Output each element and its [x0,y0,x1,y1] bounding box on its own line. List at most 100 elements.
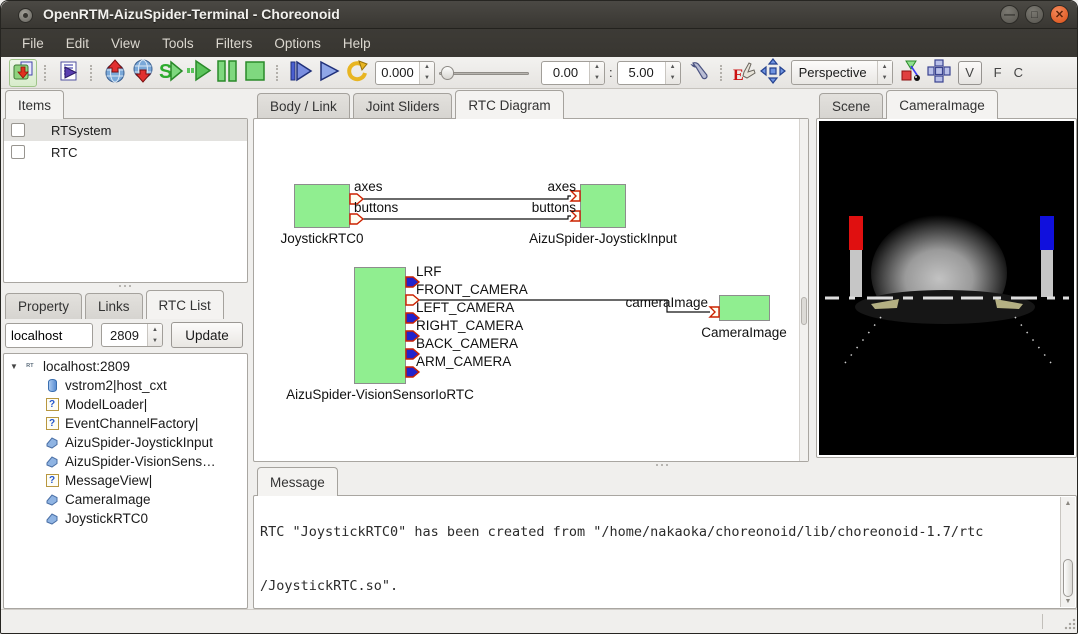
menu-filters[interactable]: Filters [215,35,253,51]
range-start-arrows[interactable]: ▲▼ [589,61,604,84]
time-play-button[interactable] [315,59,343,87]
rtc-name-server-tree[interactable]: ▼ ᴿᵀ localhost:2809 vstrom2|host_cxt ? M… [3,353,248,609]
out-port-left-camera[interactable] [405,312,421,324]
minimize-button[interactable]: — [1000,5,1019,24]
view-translation-button[interactable] [759,58,787,87]
tree-row[interactable]: JoystickRTC0 [4,509,247,528]
tree-row[interactable]: ? MessageView| [4,471,247,490]
out-port-lrf[interactable] [405,276,421,288]
diagram-vertical-scrollbar[interactable] [799,119,808,461]
tree-row[interactable]: ? EventChannelFactory| [4,414,247,433]
edit-mode-button[interactable]: E [731,59,759,87]
simulation-pause-button[interactable] [213,59,241,87]
connection-axes[interactable] [363,195,571,200]
in-port-axes[interactable] [569,190,581,202]
rtc-node-joystickinput[interactable] [580,184,626,228]
connection-buttons[interactable] [363,215,571,220]
range-end-spinbox[interactable]: 5.00 ▲▼ [616,60,681,85]
out-port-arm-camera[interactable] [405,366,421,378]
tab-body-link[interactable]: Body / Link [257,93,350,119]
rtc-node-cameraimage[interactable] [719,295,770,321]
out-port-axes[interactable] [349,193,365,205]
close-button[interactable]: ✕ [1050,5,1069,24]
flat-view-button-f[interactable]: F [993,65,1002,80]
time-frame-play-button[interactable] [287,59,315,87]
simulation-stop-button[interactable] [241,59,269,87]
out-port-front-camera[interactable] [405,294,421,306]
menu-help[interactable]: Help [342,35,371,51]
menu-edit[interactable]: Edit [65,35,90,51]
camera-image-view[interactable] [816,118,1077,458]
window-menu-icon[interactable] [18,8,33,23]
port-spinbox[interactable]: 2809 ▲▼ [101,323,163,347]
tree-row[interactable]: vstrom2|host_cxt [4,376,247,395]
maximize-button[interactable]: □ [1025,5,1044,24]
menu-tools[interactable]: Tools [162,35,194,51]
time-slider-handle[interactable] [441,65,454,80]
menu-view[interactable]: View [111,35,141,51]
connection-cameraimage[interactable] [419,299,710,313]
tree-row-root[interactable]: ▼ ᴿᵀ localhost:2809 [4,357,247,376]
rtsystem-checkbox[interactable] [11,123,25,137]
tree-row[interactable]: AizuSpider-VisionSens… [4,452,247,471]
time-spinbox[interactable]: 0.000 ▲▼ [375,60,435,85]
rtc-node-joystickrtc0[interactable] [294,184,350,228]
tab-items[interactable]: Items [5,90,65,119]
out-port-back-camera[interactable] [405,348,421,360]
range-end-arrows[interactable]: ▲▼ [664,61,680,84]
rtc-checkbox[interactable] [11,145,25,159]
time-refresh-button[interactable] [343,59,371,87]
body-restore-button[interactable] [129,59,157,87]
tree-row[interactable]: CameraImage [4,490,247,509]
save-project-button[interactable] [9,58,37,87]
horizontal-splitter[interactable] [114,285,136,289]
project-script-button[interactable] [55,59,83,87]
rtc-node-visionsensor[interactable] [354,267,406,384]
body-store-button[interactable] [101,59,129,87]
tab-rtc-list[interactable]: RTC List [145,290,224,319]
projection-arrows[interactable]: ▲▼ [876,61,892,84]
item-row-rtsystem[interactable]: RTSystem [4,119,247,141]
menu-file[interactable]: File [22,35,44,51]
tab-links[interactable]: Links [85,293,143,319]
horizontal-splitter[interactable] [651,464,673,468]
tab-property[interactable]: Property [5,293,83,319]
tree-row[interactable]: ? ModelLoader| [4,395,247,414]
projection-select[interactable]: Perspective ▲▼ [790,60,893,85]
simulation-resume-button[interactable] [185,59,213,87]
simulation-start-button[interactable]: S [157,59,185,87]
item-row-rtc[interactable]: RTC [4,141,247,163]
host-input[interactable] [5,322,93,348]
flat-view-button-c[interactable]: C [1013,65,1023,80]
scene-render-button[interactable] [897,59,925,87]
update-button[interactable]: Update [171,322,243,348]
menu-options[interactable]: Options [274,35,321,51]
tree-row[interactable]: AizuSpider-JoystickInput [4,433,247,452]
in-port-buttons[interactable] [569,210,581,222]
item-tree-panel[interactable]: RTSystem RTC [3,118,248,283]
scrollbar-thumb[interactable] [1063,559,1073,597]
titlebar[interactable]: OpenRTM-AizuSpider-Terminal - Choreonoid… [1,1,1077,29]
message-view[interactable]: RTC "JoystickRTC0" has been created from… [253,495,1077,609]
time-spin-arrows[interactable]: ▲▼ [419,61,434,84]
tab-scene[interactable]: Scene [819,93,884,119]
expander-icon[interactable]: ▼ [10,362,18,371]
vertex-view-button[interactable]: V [957,60,982,85]
tab-joint-sliders[interactable]: Joint Sliders [352,93,453,119]
time-slider[interactable] [439,61,529,85]
out-port-right-camera[interactable] [405,330,421,342]
scroll-up-icon[interactable]: ▲ [1064,499,1072,507]
out-port-buttons[interactable] [349,213,365,225]
in-port-cameraimage[interactable] [708,306,720,318]
range-start-spinbox[interactable]: 0.00 ▲▼ [541,60,605,85]
tab-message[interactable]: Message [257,467,338,496]
scrollbar-thumb[interactable] [801,297,807,325]
scroll-down-icon[interactable]: ▼ [1064,597,1072,605]
time-config-button[interactable] [685,59,713,87]
grid-view-button[interactable] [925,59,953,87]
tab-cameraimage[interactable]: CameraImage [886,90,998,119]
port-spin-arrows[interactable]: ▲▼ [147,324,162,346]
rtc-diagram-canvas[interactable]: axes buttons axes buttons LRF FRONT_CAME… [253,118,809,462]
tab-rtc-diagram[interactable]: RTC Diagram [455,90,564,119]
resize-grip[interactable] [1064,618,1076,630]
